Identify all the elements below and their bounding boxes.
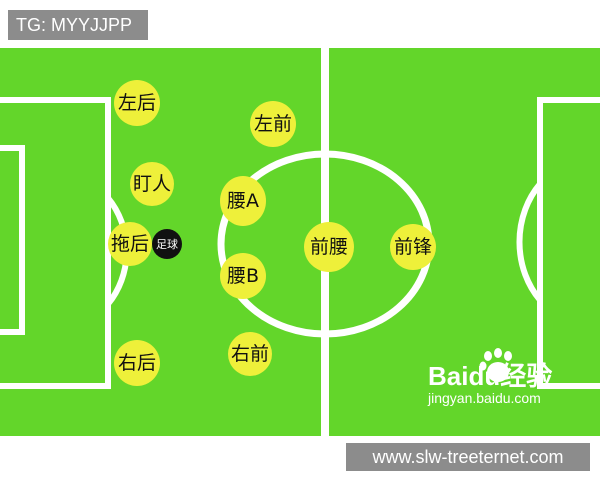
logo-url: jingyan.baidu.com <box>428 390 541 406</box>
pitch-lines <box>0 48 600 436</box>
player-right-back: 右后 <box>114 340 160 386</box>
player-left-forward: 左前 <box>250 101 296 147</box>
top-watermark: TG: MYYJJPP <box>8 10 148 40</box>
player-marker: 盯人 <box>130 162 174 206</box>
player-center-mid: 前腰 <box>304 222 354 272</box>
player-mid-b: 腰B <box>220 253 266 299</box>
bottom-watermark: www.slw-treeternet.com <box>346 443 590 471</box>
right-penalty-arc <box>516 182 543 302</box>
ball-icon: 足球 <box>152 229 182 259</box>
right-penalty-box <box>537 97 600 389</box>
logo-brand: Baidu经验 <box>428 361 553 391</box>
player-right-forward: 右前 <box>228 332 272 376</box>
left-goal-box <box>0 145 25 335</box>
soccer-pitch <box>0 48 600 436</box>
player-striker: 前锋 <box>390 224 436 270</box>
paw-icon <box>479 348 512 382</box>
baidu-jingyan-logo: Baidu经验 jingyan.baidu.com <box>428 348 592 412</box>
player-mid-a: 腰A <box>220 176 266 226</box>
player-left-back: 左后 <box>114 80 160 126</box>
player-sweeper: 拖后 <box>108 222 152 266</box>
